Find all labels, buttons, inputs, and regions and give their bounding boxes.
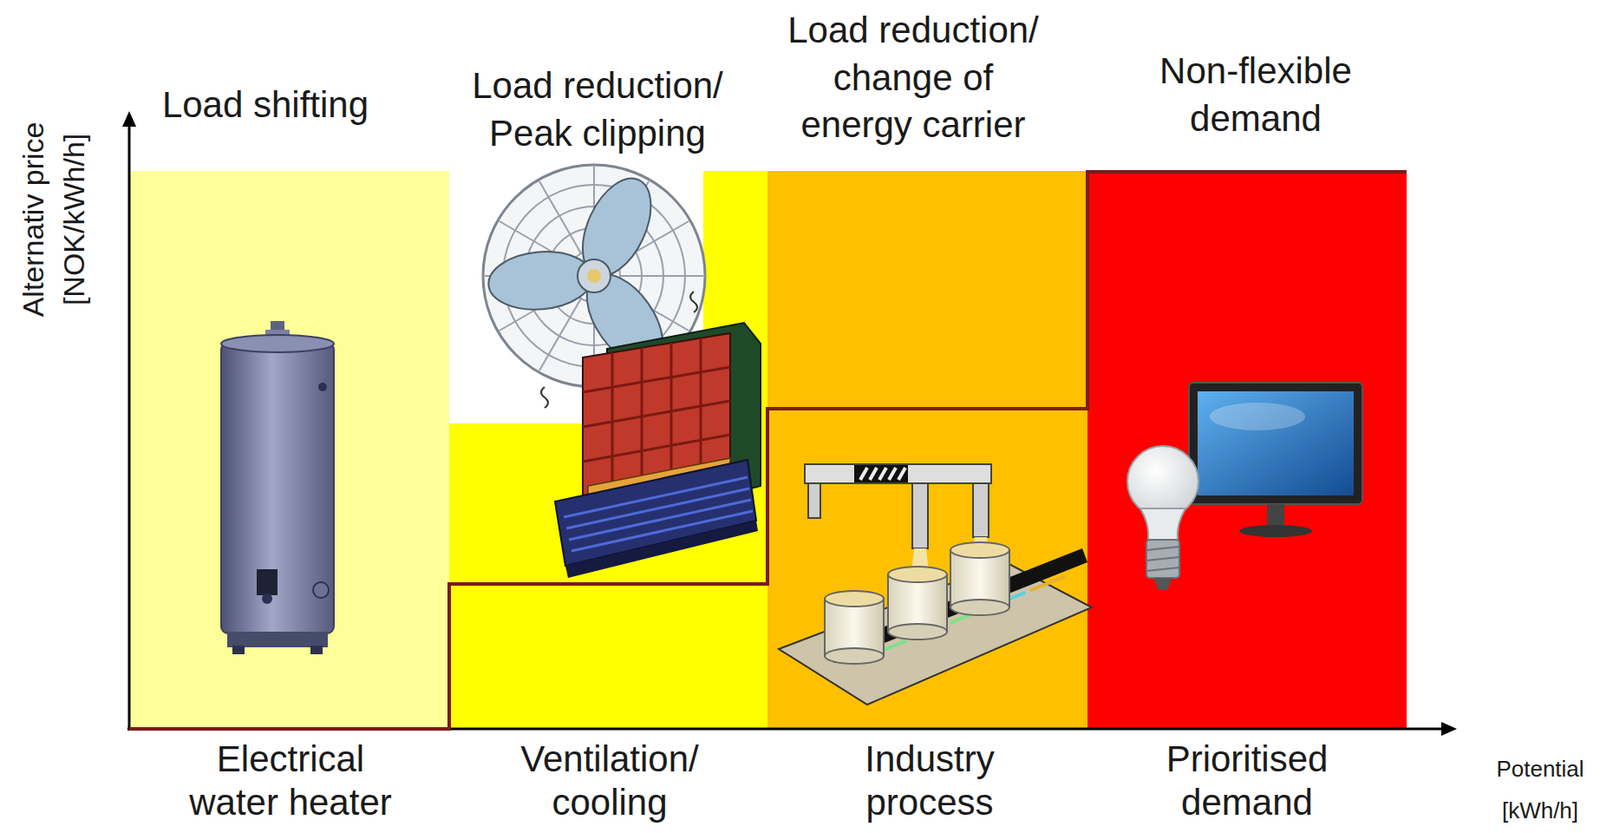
tv-and-bulb-icon-part bbox=[1146, 546, 1180, 571]
industry-process-icon-part-part bbox=[824, 647, 884, 664]
axes-part bbox=[1441, 721, 1457, 736]
fan-icon-part-part bbox=[620, 274, 704, 277]
industry-process-icon-part bbox=[973, 483, 989, 537]
axes-part bbox=[128, 121, 131, 731]
industry-process-icon-part-part bbox=[888, 467, 896, 480]
industry-process-icon-part-part bbox=[888, 623, 947, 640]
water-heater-icon-part bbox=[221, 342, 334, 634]
industry-process-icon-part-part bbox=[888, 566, 947, 582]
strategy-band: Load reduction/ change of energy carrier… bbox=[767, 170, 1088, 729]
price-step-line bbox=[129, 171, 1407, 729]
tv-and-bulb-icon-part bbox=[1197, 391, 1354, 496]
industry-process-icon-part bbox=[854, 464, 908, 483]
industry-process-icon bbox=[778, 463, 1092, 705]
industry-process-icon-part bbox=[808, 483, 821, 518]
tv-and-bulb-icon-part-part bbox=[1146, 556, 1180, 561]
industry-process-icon-part-part bbox=[1030, 575, 1065, 590]
fan-icon-part bbox=[577, 259, 611, 293]
water-heater-icon-part bbox=[256, 568, 278, 595]
water-heater-icon-part bbox=[261, 593, 273, 604]
fan-icon-part bbox=[587, 268, 601, 283]
strategy-band: Load shiftingElectrical water heater bbox=[129, 170, 450, 729]
strategy-heading: Load shifting bbox=[133, 81, 399, 130]
water-heater-icon-part bbox=[221, 334, 334, 353]
tv-and-bulb-icon bbox=[1127, 382, 1363, 590]
fan-icon-part bbox=[690, 291, 698, 313]
industry-process-icon-part-part bbox=[869, 467, 877, 480]
radiant-heater-icon-part-part bbox=[582, 400, 731, 427]
industry-process-icon-part bbox=[824, 542, 1010, 664]
price-bands-part bbox=[129, 170, 450, 729]
price-bands-part bbox=[1087, 170, 1407, 729]
radiant-heater-icon-part bbox=[565, 520, 758, 578]
tv-and-bulb-icon-part bbox=[1127, 445, 1199, 517]
price-bands bbox=[129, 170, 1407, 729]
industry-process-icon-part bbox=[804, 463, 992, 484]
tv-and-bulb-icon-part bbox=[1146, 539, 1180, 578]
strategy-band: Non-flexible demandPrioritised demand bbox=[1087, 170, 1407, 729]
axes-part bbox=[122, 111, 137, 127]
strategy-band: Load reduction/ Peak clippingVentilation… bbox=[449, 170, 768, 729]
water-heater-icon-part bbox=[232, 645, 245, 654]
radiant-heater-icon-part-part bbox=[582, 366, 731, 392]
load-category: Prioritised demand bbox=[1134, 737, 1360, 825]
tv-and-bulb-icon-part bbox=[1188, 382, 1363, 504]
load-category: Industry process bbox=[816, 737, 1043, 825]
radiant-heater-icon bbox=[555, 322, 761, 578]
strategy-heading: Load reduction/ Peak clipping bbox=[465, 62, 731, 157]
radiant-heater-icon-part-part bbox=[582, 434, 731, 462]
axes bbox=[122, 111, 1457, 736]
load-category: Electrical water heater bbox=[177, 737, 404, 825]
industry-process-icon-part bbox=[860, 467, 906, 480]
water-heater-icon-part bbox=[310, 645, 323, 654]
radiant-heater-icon-part-part bbox=[566, 488, 750, 529]
industry-process-icon-part-part bbox=[824, 590, 884, 607]
industry-process-icon-part bbox=[778, 561, 1092, 705]
industry-process-icon-part-part bbox=[950, 599, 1010, 615]
fan-icon-part bbox=[541, 386, 549, 408]
water-heater-icon-part bbox=[227, 631, 328, 647]
axis-title: Potential [kWh/h] bbox=[1483, 747, 1597, 831]
price-step-line-part bbox=[129, 171, 1407, 729]
radiant-heater-icon-part-part bbox=[563, 476, 748, 517]
water-heater-icon-part bbox=[313, 581, 329, 598]
industry-process-icon-part-part bbox=[898, 467, 906, 480]
industry-process-icon-part-part bbox=[860, 467, 868, 480]
tv-and-bulb-icon-part-part bbox=[1146, 567, 1180, 571]
strategy-heading: Non-flexible demand bbox=[1123, 47, 1389, 143]
fan-icon-part-part bbox=[539, 181, 582, 254]
industry-process-icon-part-part bbox=[879, 467, 887, 480]
industry-process-icon-part-part bbox=[950, 542, 1010, 558]
tv-and-bulb-icon-part bbox=[1140, 508, 1186, 540]
tv-and-bulb-icon-part-part bbox=[1146, 546, 1180, 550]
water-heater-icon-part bbox=[318, 382, 327, 392]
tv-and-bulb-icon-part bbox=[1239, 524, 1313, 537]
axis-title: Alternativ price [NOK/kWh/h] bbox=[13, 97, 95, 341]
water-heater-icon bbox=[221, 320, 334, 654]
radiant-heater-icon-part bbox=[563, 476, 753, 551]
load-category: Ventilation/ cooling bbox=[496, 737, 723, 825]
tv-and-bulb-icon-part bbox=[1209, 402, 1306, 431]
tv-and-bulb-icon-part bbox=[1153, 577, 1173, 590]
industry-process-icon-part bbox=[912, 483, 928, 549]
strategy-heading: Load reduction/ change of energy carrier bbox=[781, 6, 1046, 150]
